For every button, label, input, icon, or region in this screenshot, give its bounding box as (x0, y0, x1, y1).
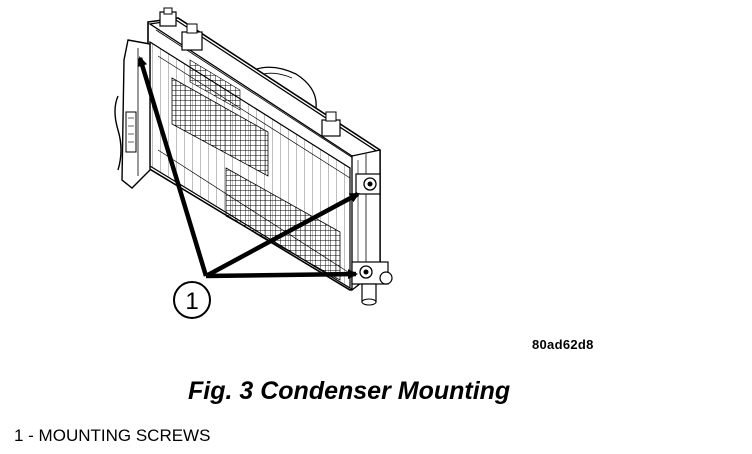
legend-item: 1 - MOUNTING SCREWS (14, 426, 211, 445)
callout-number: 1 (185, 288, 198, 315)
arrow-to-lower-right-screw (205, 269, 358, 280)
arrow-to-top-left-screw (137, 56, 209, 277)
figure-id: 80ad62d8 (532, 337, 594, 352)
arrow-to-upper-right-screw (204, 192, 360, 278)
top-brackets (159, 7, 341, 137)
left-tank (114, 39, 151, 189)
upper-mounting-screw (355, 173, 381, 195)
leader-arrows (137, 56, 360, 280)
figure-caption: Fig. 3 Condenser Mounting (188, 377, 511, 405)
outlet-fitting (361, 283, 377, 306)
lower-mounting-screw (351, 261, 393, 285)
callout-1: 1 (173, 281, 211, 319)
